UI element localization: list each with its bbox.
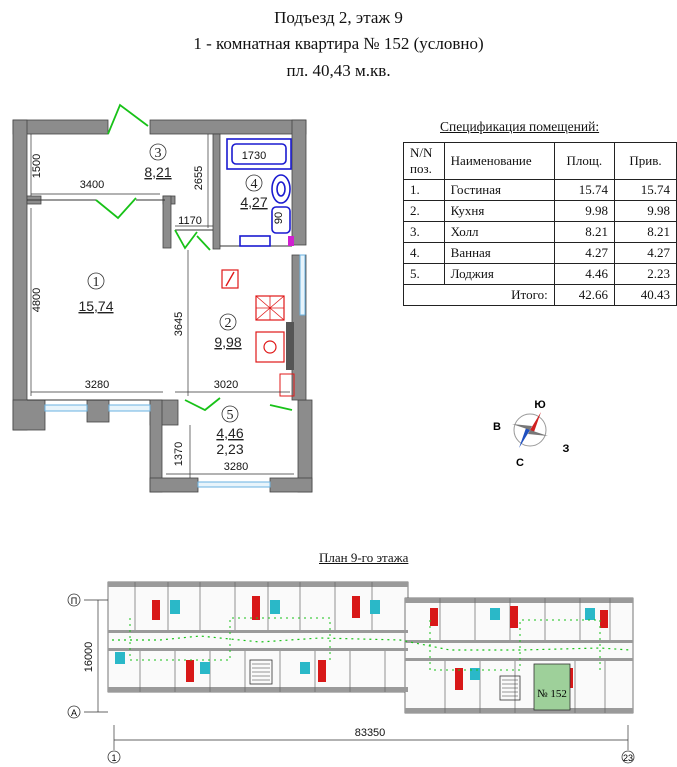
- svg-text:4: 4: [251, 177, 258, 192]
- header-area: пл. 40,43 м.кв.: [286, 61, 391, 80]
- room-1-label: 1 15,74: [78, 272, 114, 314]
- spec-header-num: N/N поз.: [403, 142, 445, 180]
- svg-text:1: 1: [93, 275, 100, 290]
- dim-1730: 1730: [242, 150, 266, 162]
- svg-text:15,74: 15,74: [78, 298, 113, 314]
- apartment-152-label: № 152: [537, 688, 567, 700]
- spec-total-row: Итого: 42.66 40.43: [403, 284, 677, 306]
- room-5-label: 5 4,46 2,23: [216, 405, 244, 457]
- spec-table: N/N поз. Наименование Площ. Прив. 1.Гост…: [403, 142, 677, 306]
- svg-text:З: З: [563, 443, 570, 455]
- svg-text:4,46: 4,46: [216, 425, 243, 441]
- svg-text:4,27: 4,27: [240, 194, 267, 210]
- spec-header-reduced: Прив.: [614, 142, 677, 180]
- dim-3020: 3020: [214, 379, 238, 391]
- dimension-lines: [30, 134, 294, 478]
- compass-icon: Ю В С З: [493, 399, 570, 469]
- svg-text:2,23: 2,23: [216, 441, 243, 457]
- floor-plan-title: План 9-го этажа: [319, 550, 409, 565]
- dim-16000: 16000: [83, 642, 95, 673]
- svg-text:3: 3: [155, 146, 162, 161]
- spec-header-area: Площ.: [553, 142, 616, 180]
- dim-1500: 1500: [31, 154, 43, 178]
- room-4-label: 4 4,27: [240, 174, 268, 210]
- svg-text:2: 2: [225, 316, 232, 331]
- svg-text:В: В: [493, 421, 501, 433]
- windows: [44, 254, 306, 488]
- svg-text:Ю: Ю: [534, 399, 545, 411]
- dim-2655: 2655: [193, 166, 205, 190]
- spec-total-reduced: 40.43: [614, 284, 677, 306]
- axis-marker-right: [621, 750, 635, 764]
- room-2-label: 2 9,98: [214, 313, 242, 350]
- pipe-marker: [288, 236, 294, 246]
- apartment-152-highlight: [533, 663, 571, 711]
- floor-plan-dimensions: [84, 599, 629, 750]
- svg-text:8,21: 8,21: [144, 164, 171, 180]
- room-3-label: 3 8,21: [144, 143, 172, 180]
- svg-text:5: 5: [227, 408, 234, 423]
- axis-marker-top: [67, 593, 81, 607]
- dim-1170: 1170: [178, 215, 202, 227]
- dim-90: 90: [273, 212, 285, 224]
- dim-3645: 3645: [173, 312, 185, 336]
- axis-label-left: 1: [111, 753, 116, 763]
- axis-label-bottom: А: [71, 708, 77, 718]
- kitchen-fixtures: [221, 269, 295, 397]
- axis-marker-left: [107, 750, 121, 764]
- partitions: [27, 199, 292, 401]
- dim-3280-living: 3280: [85, 379, 109, 391]
- spec-total-label: Итого:: [403, 284, 555, 306]
- dim-1370: 1370: [173, 442, 185, 466]
- svg-text:С: С: [516, 457, 524, 469]
- header-apartment-title: 1 - комнатная квартира № 152 (условно): [193, 34, 484, 53]
- dim-83350: 83350: [355, 727, 386, 739]
- walls: [12, 119, 313, 493]
- axis-marker-bottom: [67, 705, 81, 719]
- floor-plan: № 152: [107, 581, 634, 714]
- bathroom-fixtures: [226, 138, 292, 247]
- dim-4800: 4800: [31, 288, 43, 312]
- spec-header-name: Наименование: [443, 142, 555, 180]
- dim-3280-loggia: 3280: [224, 461, 248, 473]
- header-entrance-floor: Подъезд 2, этаж 9: [274, 8, 403, 27]
- spec-header-row: N/N поз. Наименование Площ. Прив.: [403, 142, 677, 180]
- axis-label-top: П: [71, 596, 77, 606]
- spec-title: Спецификация помещений:: [440, 119, 600, 134]
- axis-label-right: 23: [623, 753, 633, 763]
- dim-3400: 3400: [80, 179, 104, 191]
- svg-text:9,98: 9,98: [214, 334, 241, 350]
- spec-total-area: 42.66: [553, 284, 616, 306]
- door-swings: [95, 103, 293, 412]
